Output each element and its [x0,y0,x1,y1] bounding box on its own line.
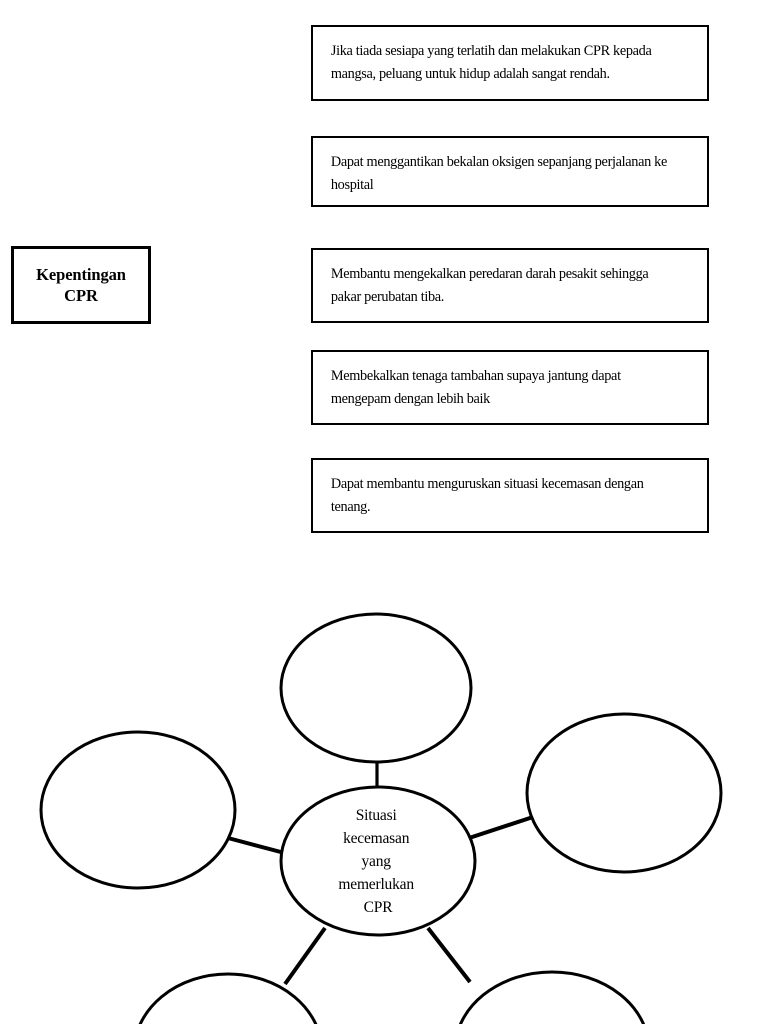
branch-ellipse-right[interactable] [525,712,723,874]
statement-text-3: Membantu mengekalkan peredaran darah pes… [330,265,649,305]
center-line-5: CPR [364,899,394,916]
statement-text-2: Dapat menggantikan bekalan oksigen sepan… [330,153,667,193]
center-line-1: Situasi [356,807,398,824]
center-ellipse[interactable] [279,785,477,937]
connector-center-right [459,814,537,843]
center-ellipse-text: Situasi kecemasan yang memerlukan CPR [338,807,417,916]
connector-center-bottom-left [283,926,327,986]
statement-box-2: Dapat menggantikan bekalan oksigen sepan… [311,136,709,207]
topic-label-box: Kepentingan CPR [11,246,151,324]
statement-text-1: Jika tiada sesiapa yang terlatih dan mel… [330,42,652,82]
center-line-2: kecemasan [343,830,410,847]
statement-text-5: Dapat membantu menguruskan situasi kecem… [330,475,644,515]
branch-ellipse-bottom-left[interactable] [134,972,322,1024]
topic-label-text: Kepentingan CPR [36,264,126,305]
branch-ellipse-top[interactable] [279,612,473,764]
statement-box-4: Membekalkan tenaga tambahan supaya jantu… [311,350,709,425]
statement-box-3: Membantu mengekalkan peredaran darah pes… [311,248,709,323]
center-line-4: memerlukan [338,876,414,893]
statement-box-1: Jika tiada sesiapa yang terlatih dan mel… [311,25,709,101]
center-line-3: yang [361,853,391,870]
connector-center-bottom-right [426,926,472,984]
branch-ellipse-bottom-right[interactable] [455,970,649,1024]
branch-ellipse-left[interactable] [39,730,237,890]
statement-text-4: Membekalkan tenaga tambahan supaya jantu… [330,367,621,407]
statement-box-5: Dapat membantu menguruskan situasi kecem… [311,458,709,533]
mindmap-diagram: Situasi kecemasan yang memerlukan CPR [39,612,723,1024]
